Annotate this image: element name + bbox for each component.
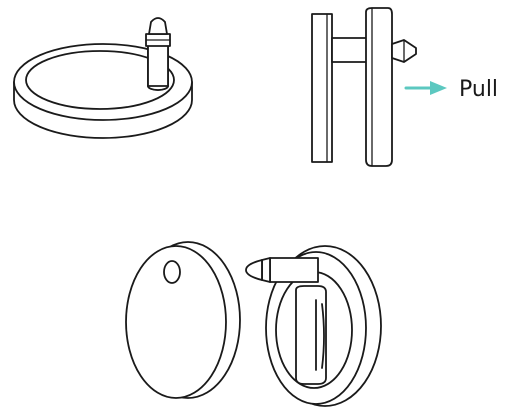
disc-and-mount-separated xyxy=(125,241,382,407)
disc-mount-with-pin xyxy=(13,17,193,139)
pull-arrow-icon xyxy=(404,81,447,95)
side-view-pin-between-plates: Pull xyxy=(311,7,498,167)
pull-label: Pull xyxy=(459,77,498,102)
